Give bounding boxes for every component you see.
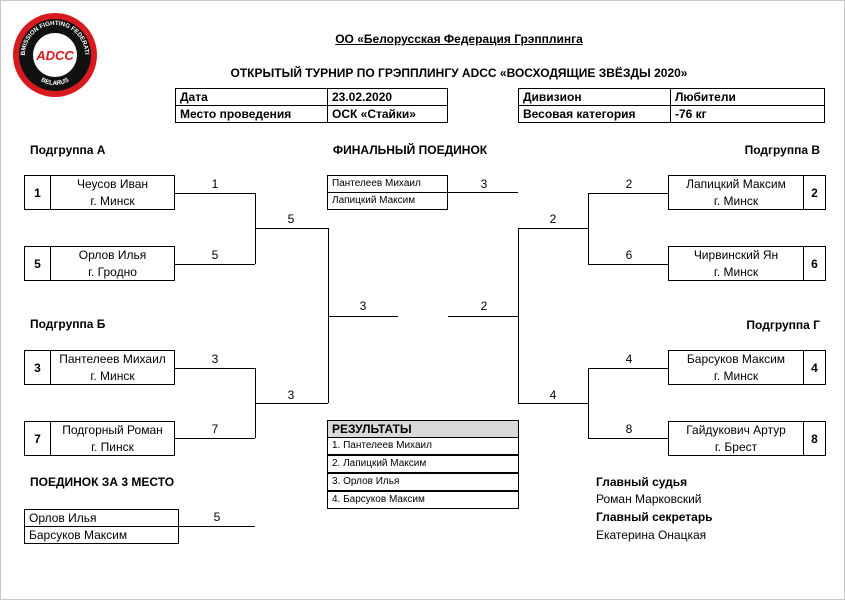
score-label: 6 (625, 248, 633, 262)
group-b-label: Подгруппа Б (30, 317, 106, 331)
score-label: 4 (625, 352, 633, 366)
secretary-name: Екатерина Онацкая (596, 528, 707, 542)
bracket-line (588, 368, 668, 369)
secretary-label: Главный секретарь (596, 510, 713, 524)
third-player-1: Орлов Илья (24, 509, 179, 527)
result-row: 1. Пантелеев Михаил (327, 437, 519, 455)
bracket-line (518, 228, 588, 229)
bracket-line (518, 403, 588, 404)
score-label: 1 (211, 177, 219, 191)
third-player-2: Барсуков Максим (24, 526, 179, 544)
final-title: ФИНАЛЬНЫЙ ПОЕДИНОК (332, 143, 488, 157)
player-name: Барсуков Максим (686, 352, 786, 366)
seed-number: 7 (24, 421, 51, 456)
player-city: г. Минск (90, 369, 135, 383)
seed-number: 1 (24, 175, 51, 210)
venue-value: ОСК «Стайки» (327, 105, 448, 123)
score-label: 3 (287, 388, 295, 402)
bracket-line (588, 193, 668, 194)
logo-center-text: ADCC (35, 48, 74, 63)
final-player-2: Лапицкий Максим (327, 192, 448, 210)
third-place-title: ПОЕДИНОК ЗА 3 МЕСТО (30, 475, 175, 489)
svg-text:BELARUS: BELARUS (40, 76, 70, 87)
bracket-line (518, 228, 519, 403)
seed-number: 3 (24, 350, 51, 385)
seed-number: 8 (803, 421, 826, 456)
seed-number: 2 (803, 175, 826, 210)
score-label: 7 (211, 422, 219, 436)
bracket-line (255, 403, 328, 404)
division-value: Любители (670, 88, 825, 106)
bracket-line (175, 264, 255, 265)
seed-number: 4 (803, 350, 826, 385)
result-row: 3. Орлов Илья (327, 473, 519, 491)
judge-name: Роман Марковский (596, 492, 702, 506)
tournament-title: ОТКРЫТЫЙ ТУРНИР ПО ГРЭППЛИНГУ ADCC «ВОСХ… (230, 66, 688, 80)
bracket-line (588, 264, 668, 265)
group-v-label: Подгруппа В (744, 143, 820, 157)
org-title: ОО «Белорусская Федерация Грэпплинга (335, 32, 583, 46)
player-city: г. Минск (90, 194, 135, 208)
bracket-line (448, 192, 518, 193)
adcc-logo: SUBMISSION FIGHTING FEDERATION BELARUS A… (12, 12, 97, 97)
player-name: Гайдукович Артур (686, 423, 786, 437)
seed-number: 6 (803, 246, 826, 281)
results-header: РЕЗУЛЬТАТЫ (327, 420, 519, 438)
bracket-line (588, 193, 589, 264)
group-g-label: Подгруппа Г (746, 318, 820, 332)
score-label: 3 (359, 299, 367, 313)
bracket-line (255, 228, 328, 229)
player-city: г. Минск (713, 194, 759, 208)
player-name: Лапицкий Максим (686, 177, 786, 191)
player-city: г. Пинск (91, 440, 134, 454)
venue-label: Место проведения (175, 105, 328, 123)
logo-ring-bottom: BELARUS (40, 76, 70, 87)
bracket-line (175, 368, 255, 369)
player-name: Пантелеев Михаил (59, 352, 166, 366)
bracket-line (328, 316, 398, 317)
player-box (50, 175, 175, 210)
bracket-line (588, 438, 668, 439)
final-player-1: Пантелеев Михаил (327, 175, 448, 193)
score-label: 3 (211, 352, 219, 366)
player-box (50, 350, 175, 385)
bracket-line (179, 526, 255, 527)
date-label: Дата (175, 88, 328, 106)
score-label: 5 (287, 212, 295, 226)
player-city: г. Гродно (88, 265, 137, 279)
player-name: Подгорный Роман (62, 423, 163, 437)
results-table: РЕЗУЛЬТАТЫ 1. Пантелеев Михаил 2. Лапицк… (327, 420, 519, 509)
date-value: 23.02.2020 (327, 88, 448, 106)
player-city: г. Минск (713, 265, 759, 279)
player-city: г. Брест (714, 440, 758, 454)
bracket-line (175, 438, 255, 439)
result-row: 4. Барсуков Максим (327, 491, 519, 509)
weight-label: Весовая категория (518, 105, 671, 123)
score-label: 5 (211, 248, 219, 262)
player-box (50, 246, 175, 281)
player-name: Чирвинский Ян (693, 248, 779, 262)
judge-label: Главный судья (596, 475, 688, 489)
player-name: Орлов Илья (78, 248, 147, 262)
bracket-line (175, 193, 255, 194)
player-name: Чеусов Иван (76, 177, 149, 191)
third-score: 5 (213, 510, 221, 524)
player-city: г. Минск (713, 369, 759, 383)
result-row: 2. Лапицкий Максим (327, 455, 519, 473)
score-label: 2 (480, 299, 488, 313)
group-a-label: Подгруппа А (30, 143, 106, 157)
score-label: 2 (549, 212, 557, 226)
division-label: Дивизион (518, 88, 671, 106)
bracket-line (588, 368, 589, 438)
weight-value: -76 кг (670, 105, 825, 123)
score-label: 2 (625, 177, 633, 191)
final-score: 3 (480, 177, 488, 191)
seed-number: 5 (24, 246, 51, 281)
bracket-line (448, 316, 518, 317)
player-box (50, 421, 175, 456)
score-label: 8 (625, 422, 633, 436)
bracket-line (328, 228, 329, 403)
score-label: 4 (549, 388, 557, 402)
